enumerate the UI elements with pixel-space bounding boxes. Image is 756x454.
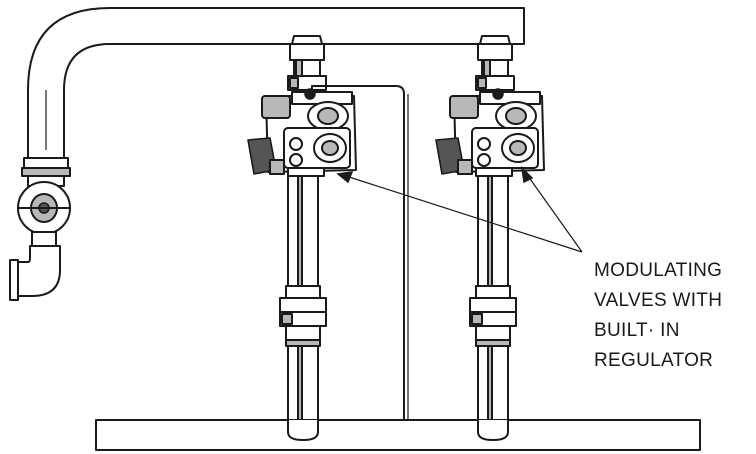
callout-line-2: VALVES WITH <box>594 290 722 311</box>
top-supply-pipe <box>27 7 525 161</box>
lower-left-elbow <box>9 245 61 301</box>
valve-assembly-2 <box>435 35 545 441</box>
callout-leaders <box>336 165 583 253</box>
left-shutoff-valve <box>17 157 71 247</box>
callout-line-1: MODULATING <box>594 260 722 281</box>
burner-manifold <box>95 419 701 451</box>
callout-label: MODULATING VALVES WITH BUILT· IN REGULAT… <box>594 260 722 371</box>
callout-line-4: REGULATOR <box>594 350 713 371</box>
valve-assembly-1 <box>247 35 357 441</box>
sensing-tube <box>311 85 409 425</box>
callout-line-3: BUILT· IN <box>594 320 680 341</box>
